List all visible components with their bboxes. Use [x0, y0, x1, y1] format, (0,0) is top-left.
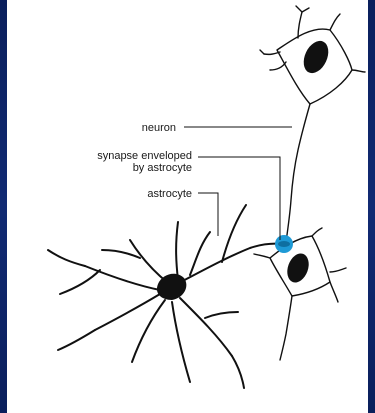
upper-neuron-nucleus	[299, 37, 333, 77]
synapse-label-line2: by astrocyte	[133, 162, 192, 174]
astrocyte-label: astrocyte	[147, 188, 192, 200]
astrocyte-process	[222, 205, 246, 262]
upper-neuron-dendrite	[296, 6, 302, 12]
lower-neuron	[254, 228, 346, 360]
astrocyte-process	[60, 270, 100, 294]
lower-neuron-dendrite	[254, 254, 270, 258]
astrocyte-process	[132, 300, 165, 362]
synapse-cleft	[278, 241, 290, 247]
upper-neuron-dendrite	[352, 70, 365, 72]
astrocyte-process	[85, 266, 160, 290]
astrocyte-process	[232, 356, 244, 388]
lower-neuron-dendrite	[330, 282, 338, 302]
lower-neuron-axon	[280, 296, 292, 360]
synapse-label-line1: synapse enveloped	[97, 150, 192, 162]
astrocyte-process	[180, 298, 232, 356]
astrocyte-process	[205, 312, 238, 318]
astrocyte-leader-line	[198, 193, 218, 236]
astrocyte-process	[48, 250, 85, 266]
neuron-label: neuron	[142, 122, 176, 134]
astrocyte-process	[95, 294, 160, 330]
lower-neuron-nucleus	[283, 250, 312, 285]
astrocyte-process	[58, 330, 95, 350]
synapse-leader-line	[198, 157, 280, 240]
astrocyte-process	[172, 302, 190, 382]
upper-neuron	[260, 6, 365, 242]
upper-neuron-dendrite	[330, 14, 340, 30]
upper-neuron-dendrite	[302, 8, 309, 12]
astrocyte-process	[102, 250, 140, 258]
lower-neuron-dendrite	[312, 228, 322, 236]
astrocyte-process	[176, 222, 178, 280]
leader-lines	[184, 127, 292, 240]
astrocyte-process	[130, 240, 168, 283]
upper-neuron-dendrite	[260, 50, 264, 54]
astrocyte-process	[175, 244, 282, 285]
upper-neuron-axon	[286, 104, 310, 242]
lower-neuron-dendrite	[330, 268, 346, 272]
upper-neuron-dendrite	[264, 52, 280, 54]
